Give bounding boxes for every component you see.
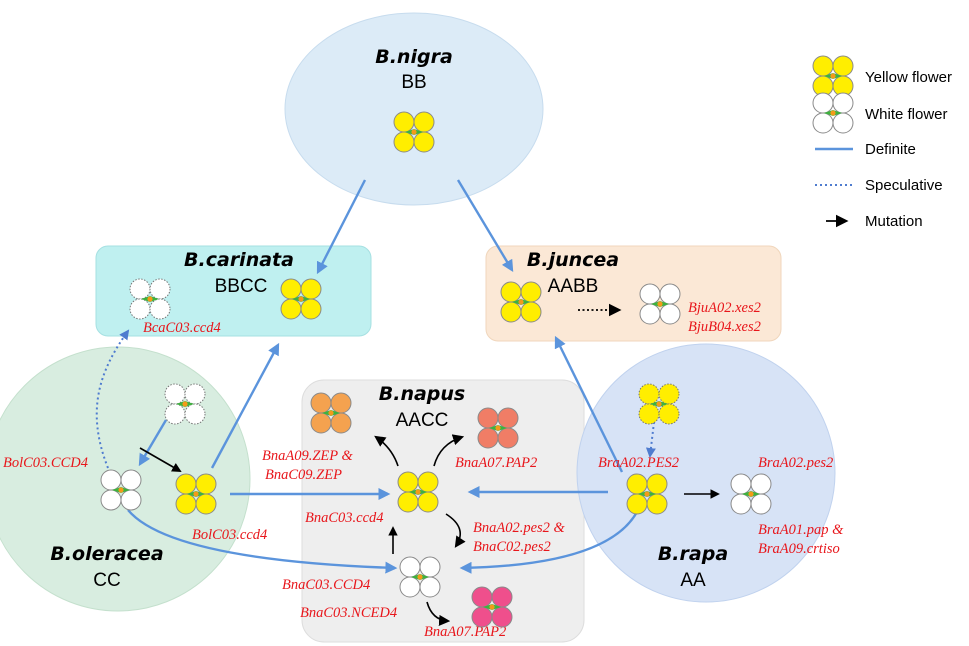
arrow-napus-to-white: [445, 513, 466, 548]
arrow-napus-to-orange: [374, 435, 399, 467]
gene-bna-nced4: BnaC03.NCED4: [300, 605, 397, 621]
gene-bna-pap2-top: BnaA07.PAP2: [455, 455, 537, 471]
flowers: [100, 55, 854, 628]
juncea-yellow-flower: [500, 281, 542, 323]
arrow-oleracea-mutant-to-napus-white: [127, 509, 398, 574]
arrow-napus-to-salmon: [433, 434, 465, 467]
legend: Yellow flower White flower Definite Spec…: [815, 69, 952, 230]
mutation-arrows: [139, 434, 720, 627]
oleracea-genome: CC: [93, 570, 120, 591]
oleracea-white-flower: [100, 469, 142, 511]
oleracea-yellow-flower: [175, 473, 217, 515]
juncea-genome: AABB: [548, 276, 599, 297]
legend-yellow-label: Yellow flower: [865, 69, 952, 86]
rapa-mutant-yellow-flower: [638, 383, 680, 425]
juncea-white-flower: [639, 283, 681, 325]
nigra-yellow-flower: [393, 111, 435, 153]
napus-genome: AACC: [396, 410, 449, 431]
arrow-napus-white-to-pink: [426, 601, 451, 627]
gene-bna-pap2-bottom: BnaA07.PAP2: [424, 624, 506, 640]
gene-bra-pes2: BraA02.pes2: [758, 455, 833, 471]
definite-arrows: [127, 179, 640, 574]
oleracea-mutant-white-flower: [164, 383, 206, 425]
carinata-name: B.carinata: [184, 249, 294, 271]
napus-salmon-flower: [477, 407, 519, 449]
legend-mutation-label: Mutation: [865, 213, 923, 230]
arrow-white-to-oleracea: [138, 419, 168, 467]
carinata-yellow-flower: [280, 278, 322, 320]
rapa-genome: AA: [680, 570, 706, 591]
napus-yellow-flower: [397, 471, 439, 513]
legend-definite-label: Definite: [865, 141, 916, 158]
legend-yellow-flower: [812, 55, 854, 97]
arrow-rapa-to-napus-white: [459, 509, 640, 574]
napus-pink-flower: [471, 586, 513, 628]
rapa-white-flower: [730, 473, 772, 515]
carinata-white-flower: [129, 278, 171, 320]
gene-bna-pes2-a: BnaA02.pes2 &: [473, 520, 566, 536]
gene-bra-pap: BraA01.pap &: [758, 522, 844, 538]
gene-bju-xes2-b: BjuB04.xes2: [688, 319, 761, 335]
gene-bna-ccd4: BnaC03.ccd4: [305, 510, 384, 526]
rapa-name: B.rapa: [658, 543, 728, 565]
arrow-oleracea-to-carinata-white: [95, 329, 130, 469]
legend-speculative-label: Speculative: [865, 177, 943, 194]
napus-name: B.napus: [379, 383, 465, 405]
nigra-genome: BB: [401, 72, 426, 93]
gene-bna-pes2-b: BnaC02.pes2: [473, 539, 551, 555]
gene-bna-zep-a: BnaA09.ZEP &: [262, 448, 353, 464]
juncea-region: [485, 245, 782, 342]
legend-white-flower: [812, 92, 854, 134]
oleracea-name: B.oleracea: [50, 543, 163, 565]
speculative-arrows: [95, 329, 656, 469]
napus-white-flower: [399, 556, 441, 598]
rapa-yellow-flower: [626, 473, 668, 515]
gene-bra-crtiso: BraA09.crtiso: [758, 541, 840, 557]
juncea-name: B.juncea: [527, 249, 619, 271]
nigra-name: B.nigra: [375, 46, 453, 68]
arrow-nigra-to-juncea: [456, 179, 514, 273]
legend-white-label: White flower: [865, 106, 948, 123]
arrow-nigra-to-carinata: [316, 179, 367, 275]
arrow-oleracea-white-to-yellow: [139, 447, 182, 472]
gene-bca-ccd4: BcaC03.ccd4: [143, 320, 221, 336]
arrow-rapa-to-juncea: [554, 335, 624, 473]
arrow-oleracea-to-carinata: [210, 342, 280, 469]
arrow-white-to-rapa: [645, 421, 656, 458]
gene-bol-CCD4: BolC03.CCD4: [3, 455, 88, 471]
gene-bra-PES2: BraA02.PES2: [598, 455, 679, 471]
gene-bna-CCD4: BnaC03.CCD4: [282, 577, 370, 593]
napus-orange-flower: [310, 392, 352, 434]
carinata-genome: BBCC: [215, 276, 268, 297]
gene-bna-zep-b: BnaC09.ZEP: [265, 467, 342, 483]
gene-bju-xes2-a: BjuA02.xes2: [688, 300, 761, 316]
gene-bol-ccd4: BolC03.ccd4: [192, 527, 267, 543]
nigra-region: [284, 12, 544, 206]
